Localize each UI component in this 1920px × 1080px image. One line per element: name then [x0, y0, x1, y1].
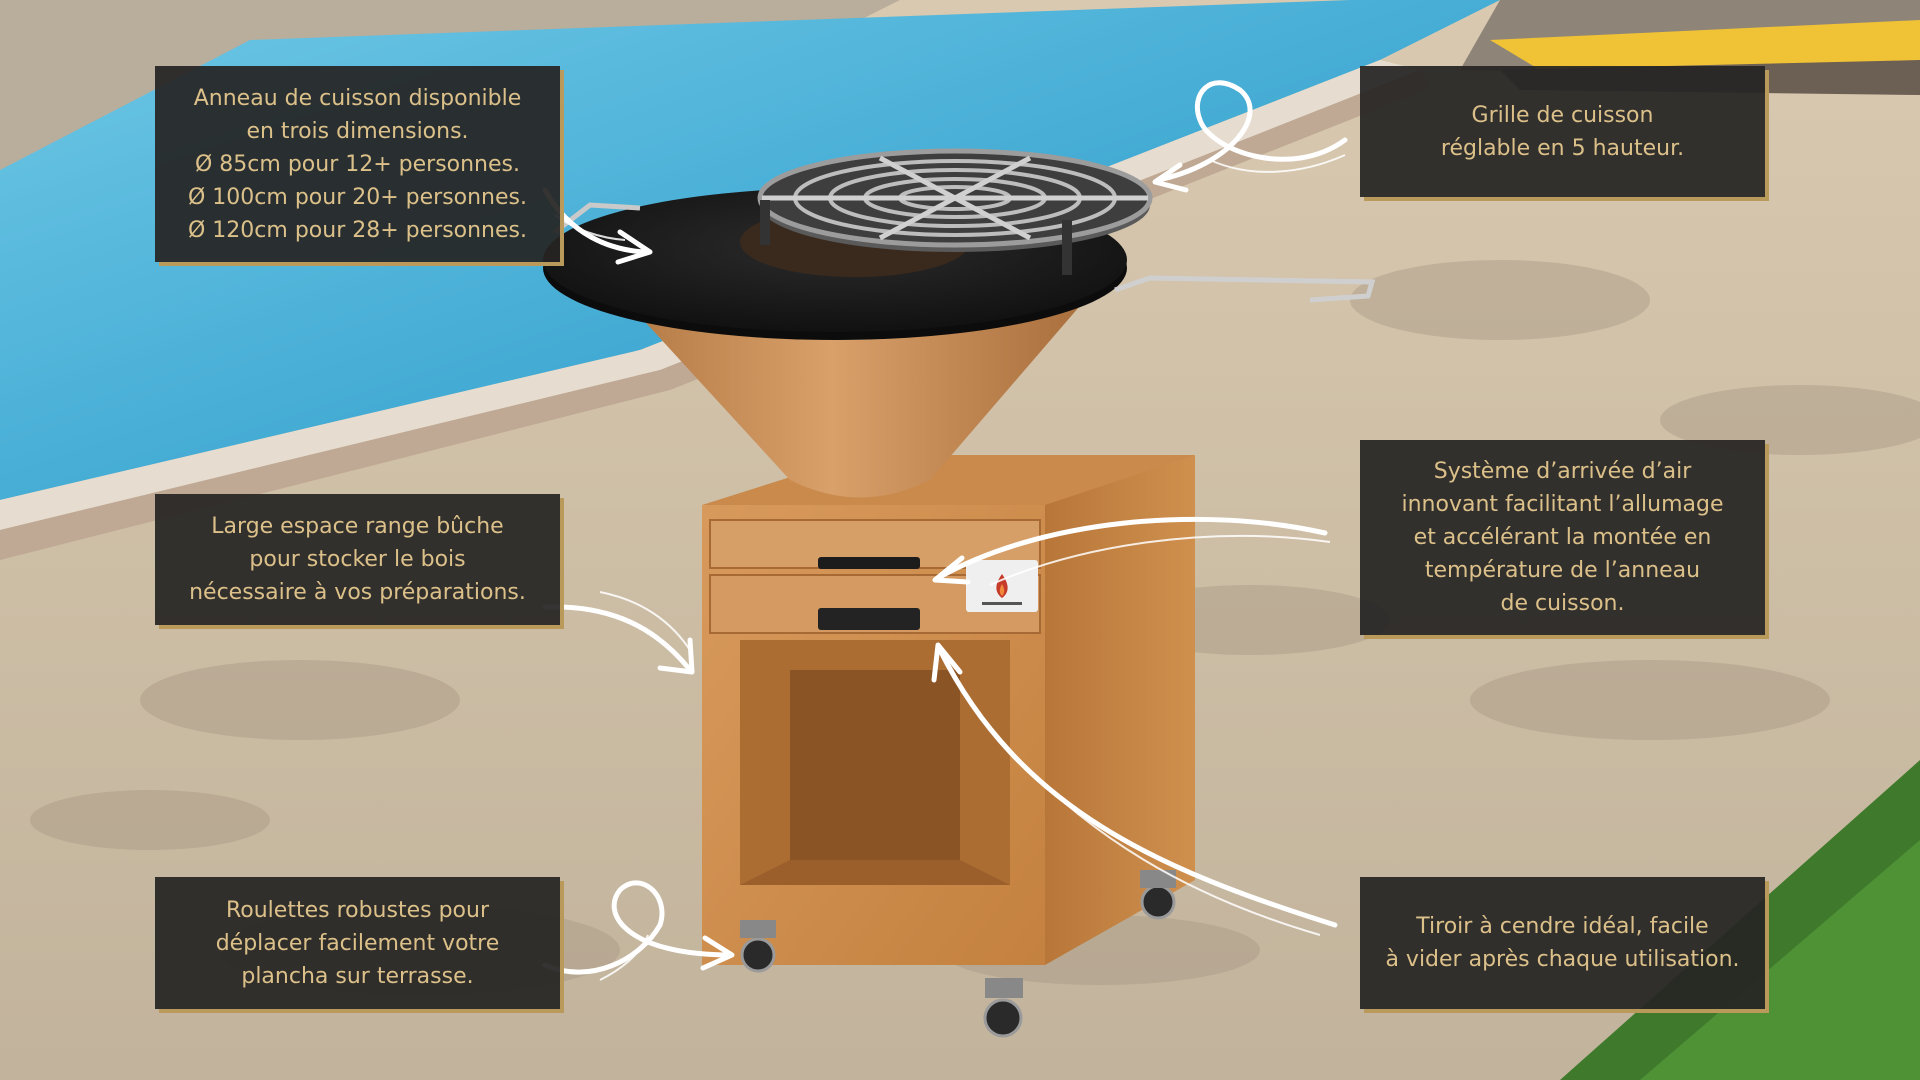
callout-line: réglable en 5 hauteur. — [1440, 135, 1685, 161]
callout-line: Anneau de cuisson disponible — [193, 85, 522, 111]
callout-line: et accélérant la montée en — [1413, 525, 1712, 550]
callout-air-system: Système d’arrivée d’air innovant facilit… — [1360, 440, 1765, 635]
callout-cooking-grill: Grille de cuisson réglable en 5 hauteur. — [1360, 66, 1765, 197]
callout-cooking-ring: Anneau de cuisson disponible en trois di… — [155, 66, 560, 262]
callout-line: pour stocker le bois — [249, 547, 466, 572]
callout-line: Système d’arrivée d’air — [1433, 459, 1692, 484]
callout-line: Large espace range bûche — [211, 514, 504, 539]
callout-line: innovant facilitant l’allumage — [1401, 492, 1724, 517]
callout-line: Ø 120cm pour 28+ personnes. — [188, 217, 527, 243]
callout-wheels: Roulettes robustes pour déplacer facilem… — [155, 877, 560, 1009]
callout-line: plancha sur terrasse. — [241, 963, 474, 989]
flame-logo-icon — [966, 560, 1038, 612]
callout-line: en trois dimensions. — [246, 118, 469, 144]
callout-line: à vider après chaque utilisation. — [1385, 947, 1740, 972]
callout-line: Ø 85cm pour 12+ personnes. — [195, 151, 520, 177]
drawer-handle — [818, 557, 920, 569]
callout-line: nécessaire à vos préparations. — [189, 580, 526, 605]
callout-ash-drawer: Tiroir à cendre idéal, facile à vider ap… — [1360, 877, 1765, 1009]
callout-line: de cuisson. — [1500, 591, 1625, 616]
callout-line: Grille de cuisson — [1471, 102, 1654, 128]
grill-grate — [757, 148, 1153, 275]
callout-line: Ø 100cm pour 20+ personnes. — [188, 184, 527, 210]
callout-line: Roulettes robustes pour — [225, 897, 489, 923]
callout-line: déplacer facilement votre — [215, 930, 500, 956]
callout-line: Tiroir à cendre idéal, facile — [1416, 914, 1709, 939]
callout-line: température de l’anneau — [1424, 558, 1701, 583]
callout-log-storage: Large espace range bûche pour stocker le… — [155, 494, 560, 625]
